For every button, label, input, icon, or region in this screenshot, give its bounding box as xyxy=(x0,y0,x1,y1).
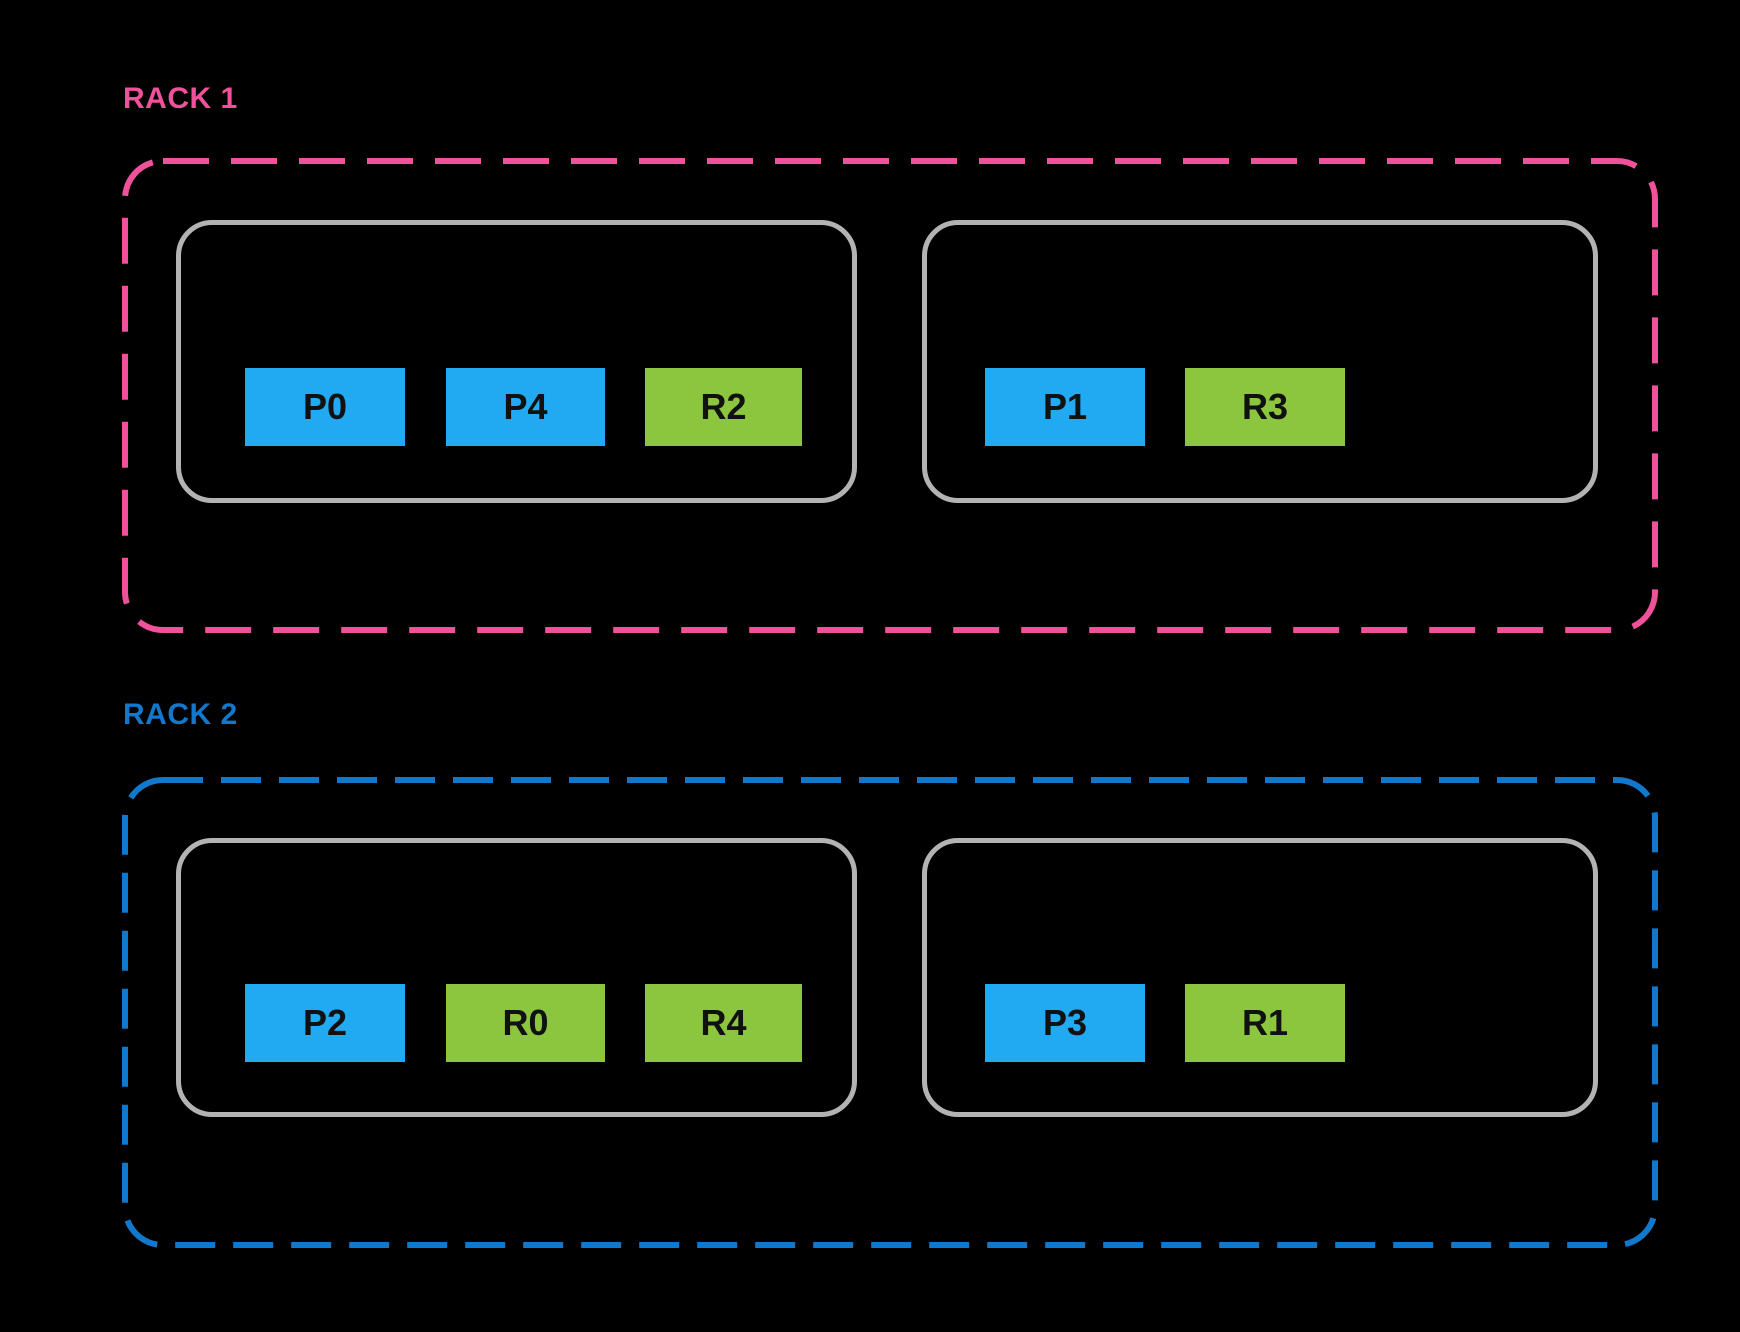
chip-r4: R4 xyxy=(645,984,802,1062)
chip-p2: P2 xyxy=(245,984,405,1062)
chip-p4: P4 xyxy=(446,368,605,446)
chip-r1: R1 xyxy=(1185,984,1345,1062)
rack-2-host-1: P2 R0 R4 xyxy=(176,838,857,1117)
rack-2-dashed-border xyxy=(122,777,1658,1248)
chip-r2: R2 xyxy=(645,368,802,446)
rack-2-label: RACK 2 xyxy=(123,698,238,731)
chip-p1: P1 xyxy=(985,368,1145,446)
rack-1-dashed-rect xyxy=(122,158,1658,633)
chip-r0: R0 xyxy=(446,984,605,1062)
rack-1-host-1: P0 P4 R2 xyxy=(176,220,857,503)
rack-2-group: P2 R0 R4 P3 R1 xyxy=(122,777,1658,1248)
rack-2-dashed-rect xyxy=(122,777,1658,1248)
rack-1-group: P0 P4 R2 P1 R3 xyxy=(122,158,1658,633)
rack-1-label: RACK 1 xyxy=(123,82,238,115)
rack-2-host-2: P3 R1 xyxy=(922,838,1598,1117)
chip-p3: P3 xyxy=(985,984,1145,1062)
rack-1-dashed-border xyxy=(122,158,1658,633)
chip-r3: R3 xyxy=(1185,368,1345,446)
chip-p0: P0 xyxy=(245,368,405,446)
rack-1-host-2: P1 R3 xyxy=(922,220,1598,503)
